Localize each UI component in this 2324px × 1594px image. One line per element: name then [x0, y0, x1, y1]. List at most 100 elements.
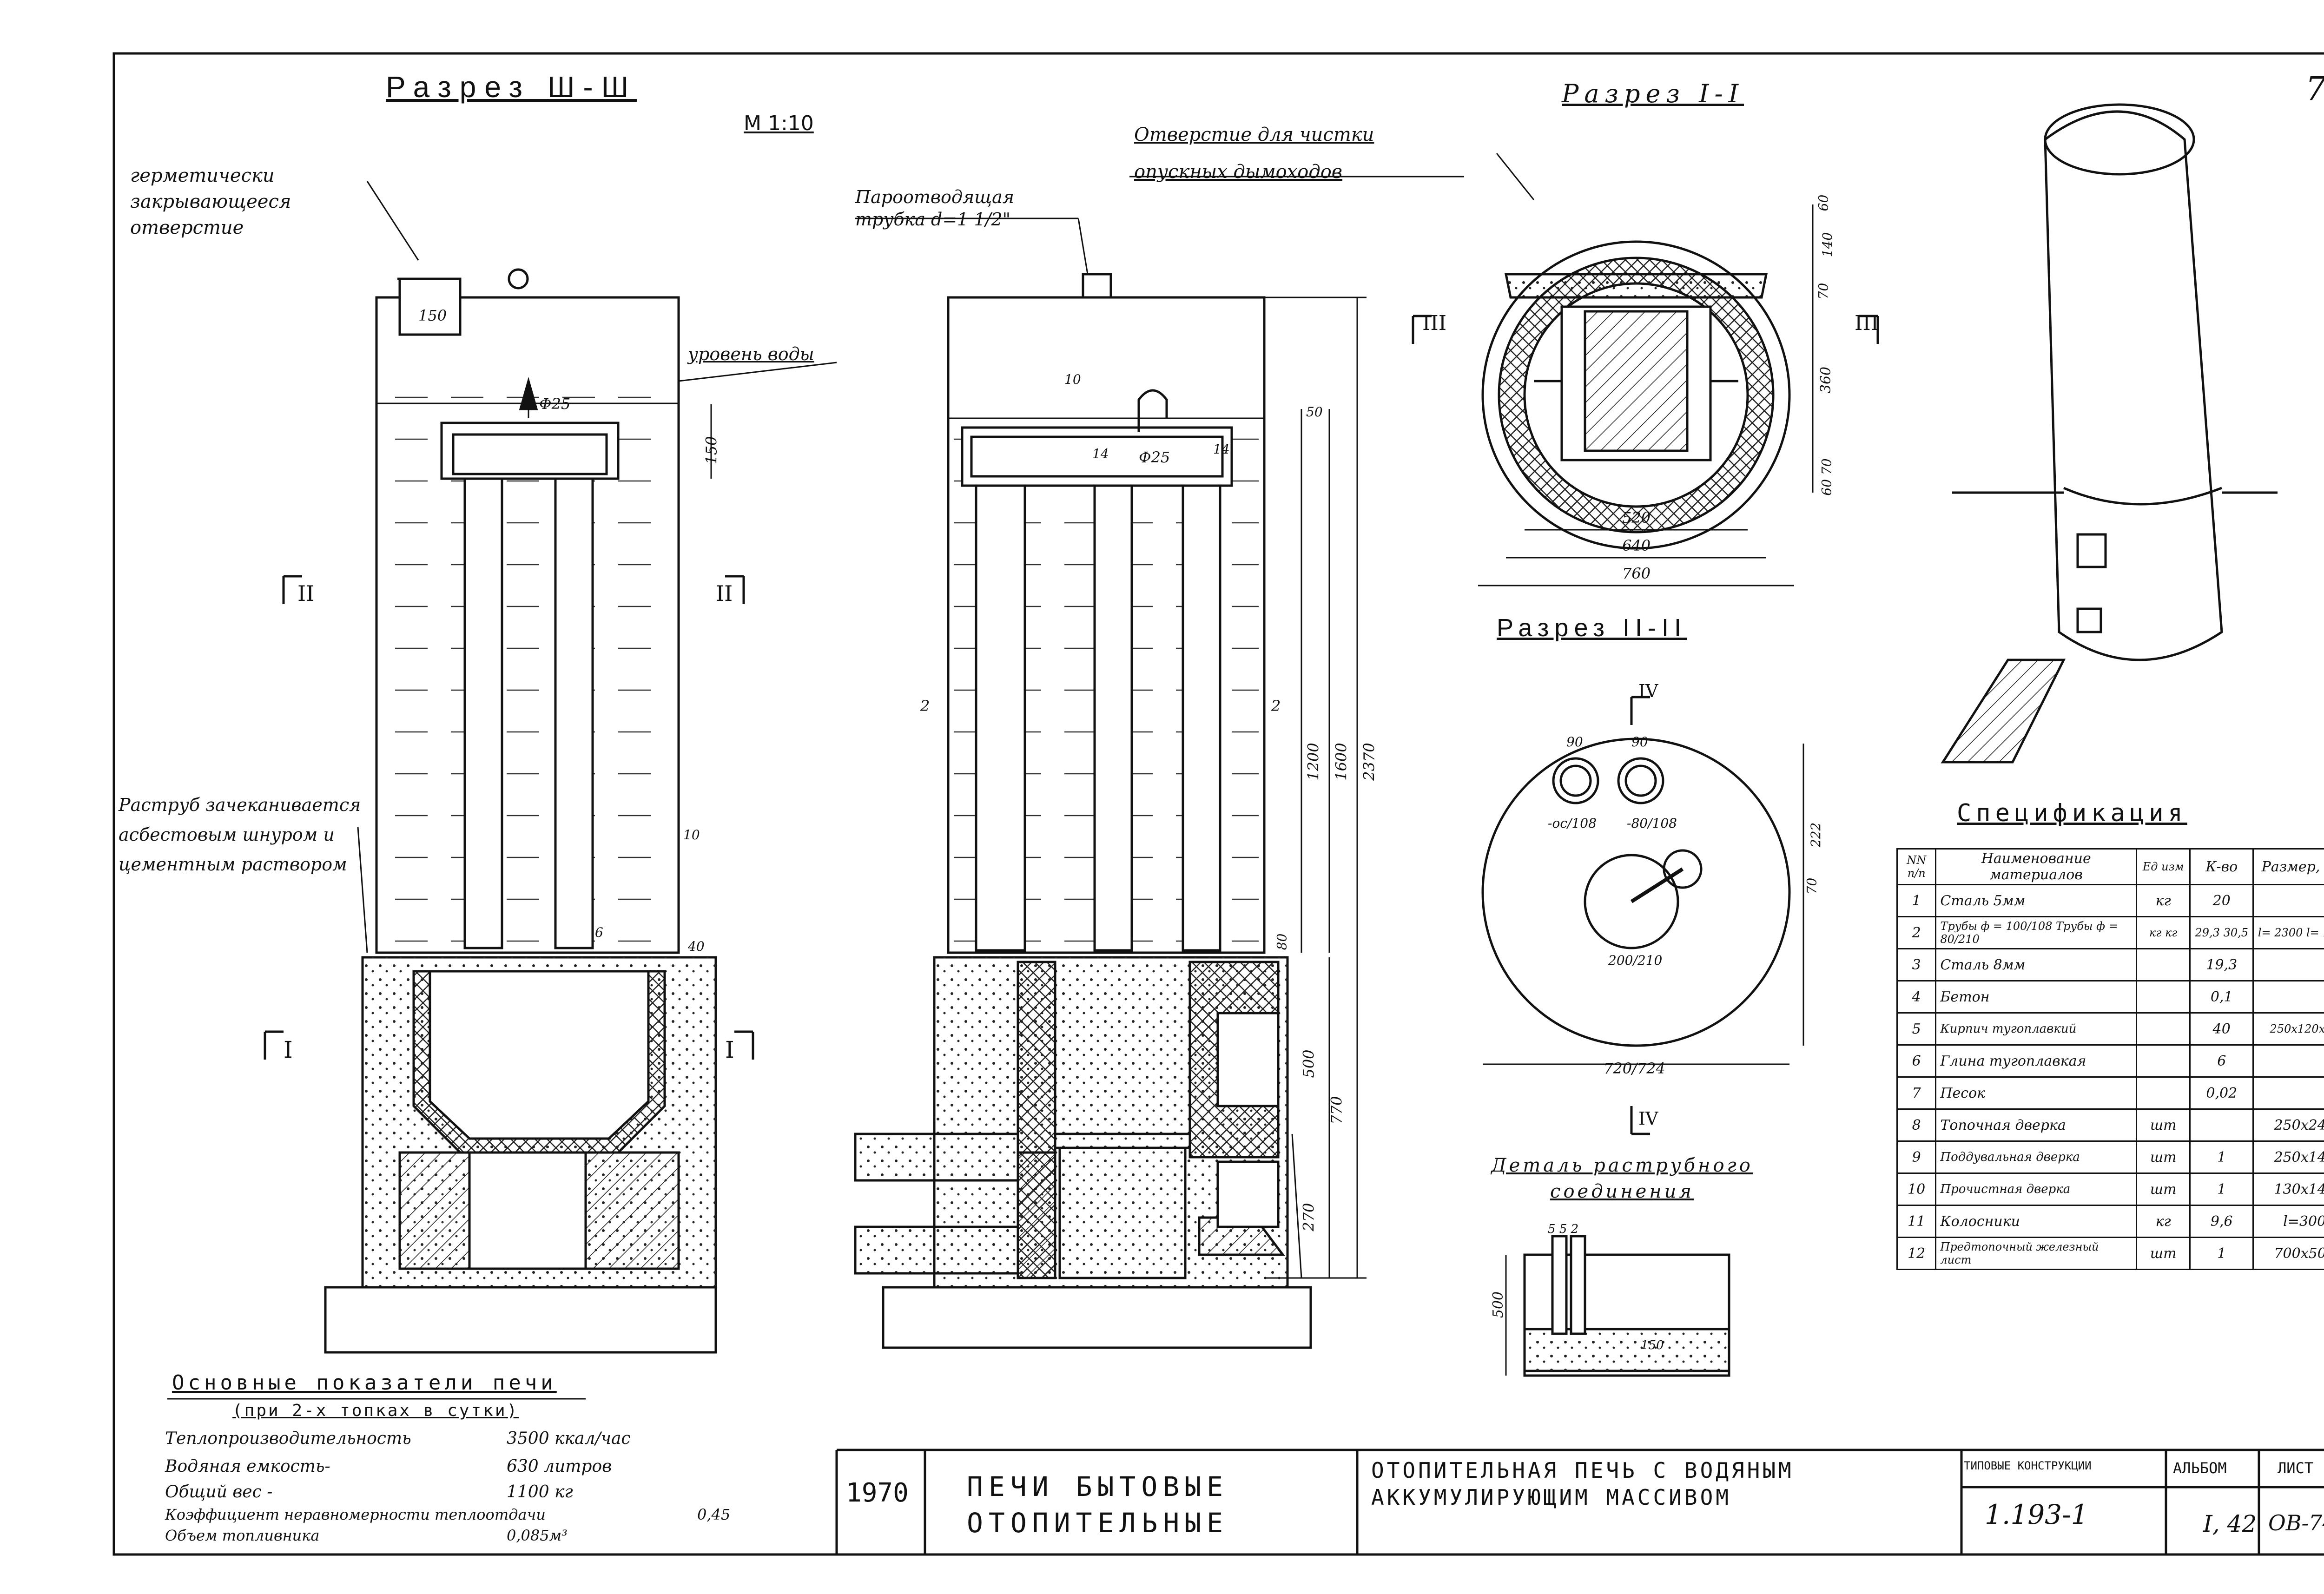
cell: [2136, 1012, 2191, 1046]
callout-socket: Раструб зачеканивается асбестовым шнуром…: [119, 795, 361, 875]
cell: 9: [1896, 1140, 1937, 1174]
cell: 1: [2189, 1140, 2254, 1174]
cell: l= 2300 l= 1150: [2252, 916, 2324, 949]
cell: 0,1: [2189, 980, 2254, 1014]
dim-60: 60: [1816, 194, 1831, 211]
cell: 4: [1896, 980, 1937, 1014]
cell: Трубы ф = 100/108 Трубы ф = 80/210: [1935, 916, 2138, 949]
series-value: 1.193-1: [1985, 1499, 2088, 1530]
title-block-name: ОТОПИТЕЛЬНАЯ ПЕЧЬ С ВОДЯНЫМ АККУМУЛИРУЮЩ…: [1371, 1458, 1794, 1510]
mark-II-right: II: [716, 581, 733, 606]
cell: 6: [2189, 1044, 2254, 1078]
dim-150-top: 150: [418, 307, 447, 324]
dim-60-70: 60 70: [1819, 458, 1835, 496]
section-I-I-drawing: [1129, 153, 1879, 586]
section-3-3-marks: [264, 181, 837, 1060]
dim-6: 6: [595, 925, 603, 940]
dim-150: 150: [702, 436, 720, 465]
cell: 250х120х65: [2252, 1012, 2324, 1046]
dim-14-side: 14: [1092, 446, 1109, 461]
indicator-label: Общий вес -: [165, 1482, 273, 1502]
indicators-title: Основные показатели печи: [172, 1371, 557, 1395]
cell: Колосники: [1935, 1205, 2138, 1238]
title-block-lines: [835, 1449, 2324, 1554]
cell: кг: [2136, 1205, 2191, 1238]
dim-520: 520: [1622, 509, 1651, 527]
detail-drawing: [1505, 1235, 1730, 1377]
cell: 1: [2189, 1172, 2254, 1206]
mark-III-side: III: [1422, 311, 1447, 335]
cell: 6: [1896, 1044, 1937, 1078]
cell: 2: [1896, 916, 1937, 949]
spec-header-row: NN п/п Наименование материалов Ед изм К-…: [1896, 848, 2324, 885]
cell: Прочистная дверка: [1935, 1172, 2138, 1206]
pipe-label-right: -80/108: [1627, 816, 1677, 831]
series-label: ТИПОВЫЕ КОНСТРУКЦИИ: [1964, 1459, 2092, 1472]
dim-720-724: 720/724: [1604, 1060, 1665, 1077]
section-1-side-drawing: [854, 273, 1312, 1349]
dim-360: 360: [1818, 366, 1835, 394]
cell: 8: [1896, 1108, 1937, 1142]
album-label: АЛЬБОМ: [2173, 1459, 2227, 1477]
cell: Песок: [1935, 1076, 2138, 1110]
dim-90b: 90: [1631, 734, 1648, 750]
cell: 3: [1896, 948, 1937, 981]
sheet-label: ЛИСТ: [2278, 1459, 2314, 1477]
spec-col-qty: К-во: [2189, 848, 2254, 885]
dim-14b-side: 14: [1213, 441, 1230, 457]
cell: 1: [2189, 1237, 2254, 1270]
cell: шт: [2136, 1108, 2191, 1142]
dim-2-right: 2: [1271, 697, 1281, 715]
cell: 19,3: [2189, 948, 2254, 981]
cell: 700х500: [2252, 1237, 2324, 1270]
cell: [2136, 948, 2191, 981]
dim-2-left: 2: [920, 697, 930, 715]
detail-title: Деталь раструбного соединения: [1491, 1155, 1753, 1202]
dim-500: 500: [1300, 1049, 1318, 1078]
indicators-subtitle: (при 2-х топках в сутки): [232, 1401, 519, 1420]
spec-col-no: NN п/п: [1896, 848, 1937, 885]
detail-dim-150: 150: [1641, 1338, 1664, 1352]
dim-140: 140: [1820, 232, 1835, 257]
dim-90a: 90: [1566, 734, 1583, 750]
cell: Глина тугоплавкая: [1935, 1044, 2138, 1078]
specification-table: NN п/п Наименование материалов Ед изм К-…: [1896, 848, 2324, 1270]
mark-IV-bottom: IV: [1638, 1108, 1658, 1129]
cell: [2136, 1044, 2191, 1078]
oven-3d-view: [1941, 103, 2278, 764]
indicator-value: 0,085м³: [507, 1527, 568, 1544]
cell: Предтопочный железный лист: [1935, 1237, 2138, 1270]
mark-I-right: I: [725, 1036, 734, 1063]
spec-title: Спецификация: [1957, 799, 2187, 827]
indicator-value: 1100 кг: [507, 1482, 573, 1502]
cell: 250х140: [2252, 1140, 2324, 1174]
cell: 10: [1896, 1172, 1937, 1206]
dim-50-side: 50: [1306, 404, 1323, 420]
dim-270: 270: [1300, 1203, 1318, 1232]
sheet-frame: [112, 52, 2324, 1556]
cell: l=300: [2252, 1205, 2324, 1238]
cell: шт: [2136, 1237, 2191, 1270]
cell: Топочная дверка: [1935, 1108, 2138, 1142]
dim-80: 80: [1274, 933, 1290, 950]
sheet-value: ОВ-74: [2268, 1510, 2324, 1535]
indicator-label: Объем топливника: [165, 1527, 320, 1544]
cell: [2252, 980, 2324, 1014]
dim-1600: 1600: [1332, 743, 1350, 781]
dim-70: 70: [1816, 283, 1831, 300]
mark-III-plan: III: [1855, 311, 1879, 335]
indicator-value: 3500 ккал/час: [507, 1429, 631, 1448]
water-level-label: уровень воды: [688, 344, 814, 364]
cell: 12: [1896, 1237, 1937, 1270]
section-I-title: Разрез I-I: [1562, 79, 1744, 108]
mark-I-left: I: [284, 1036, 293, 1063]
cell: кг: [2136, 884, 2191, 917]
